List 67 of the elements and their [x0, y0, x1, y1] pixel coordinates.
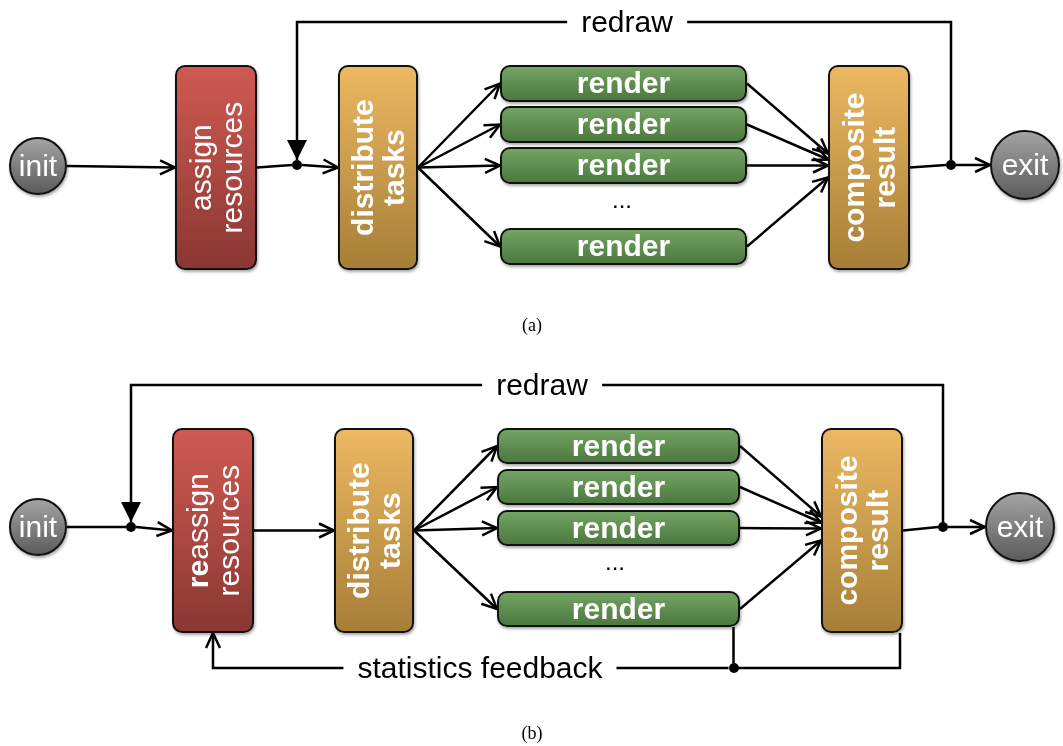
- task-bar: [497, 469, 740, 505]
- connector-arrow: [67, 159, 177, 176]
- connector-arrow: [746, 82, 830, 155]
- junction-dot: [126, 522, 136, 532]
- task-bar: [500, 65, 747, 102]
- connector-arrow: [948, 518, 987, 536]
- connector-arrow: [739, 485, 823, 525]
- process-box: [334, 428, 414, 633]
- ellipsis: ...: [612, 188, 632, 212]
- connector-arrow: [739, 445, 823, 518]
- terminal-circle: [9, 498, 67, 556]
- node-label: render: [576, 68, 671, 99]
- process-box: [172, 428, 254, 633]
- connector-arrow: [417, 82, 502, 169]
- task-bar: [497, 510, 740, 546]
- ellipsis: ...: [605, 550, 625, 574]
- process-box: [828, 65, 910, 270]
- node-label: distribute tasks: [347, 98, 409, 238]
- connector-arrow: [301, 158, 340, 175]
- terminal-circle: [9, 137, 67, 195]
- node-label: composite result: [838, 91, 900, 245]
- node-label: init: [18, 150, 58, 182]
- connector-arrow: [121, 383, 945, 522]
- connector-arrow: [135, 520, 174, 538]
- node-label: render: [571, 430, 666, 462]
- process-box: [821, 428, 903, 633]
- figure-caption: (b): [521, 722, 543, 744]
- task-bar: [497, 591, 740, 627]
- terminal-circle: [985, 492, 1055, 562]
- node-label: exit: [1001, 149, 1049, 181]
- junction-dot: [728, 663, 739, 673]
- node-label: init: [18, 511, 58, 543]
- task-bar: [500, 106, 747, 143]
- node-label: render: [576, 231, 671, 262]
- task-bar: [500, 147, 747, 184]
- node-label: distribute tasks: [343, 461, 405, 601]
- connector-arrow: [417, 157, 502, 175]
- connector-arrow: [739, 539, 823, 610]
- process-box: [175, 65, 257, 270]
- process-box: [338, 65, 418, 270]
- connector-arrow: [413, 444, 499, 532]
- connector-arrow: [740, 520, 823, 537]
- connector-arrow: [746, 176, 830, 248]
- terminal-circle: [990, 130, 1060, 200]
- node-label: render: [571, 471, 666, 503]
- connector-arrow: [417, 123, 502, 169]
- node-label: render: [576, 150, 671, 181]
- connector-arrow: [746, 123, 830, 162]
- node-label: render: [571, 593, 666, 625]
- connector-arrow: [956, 156, 992, 174]
- connector-arrow: [413, 485, 499, 532]
- connector-arrow: [417, 166, 502, 248]
- connector-arrow: [747, 157, 830, 174]
- connector-arrow: [413, 520, 499, 537]
- connector-arrow: [254, 522, 336, 539]
- node-label: composite result: [831, 454, 893, 608]
- task-bar: [497, 428, 740, 464]
- node-label: assign resources: [185, 100, 247, 236]
- figure-caption: (a): [522, 314, 542, 336]
- junction-dot: [946, 160, 956, 170]
- node-label: render: [576, 109, 671, 140]
- junction-dot: [292, 160, 302, 170]
- node-label: render: [571, 512, 666, 544]
- junction-dot: [938, 522, 948, 532]
- connector-arrow: [413, 529, 499, 611]
- task-bar: [500, 228, 747, 265]
- node-label: exit: [996, 511, 1044, 543]
